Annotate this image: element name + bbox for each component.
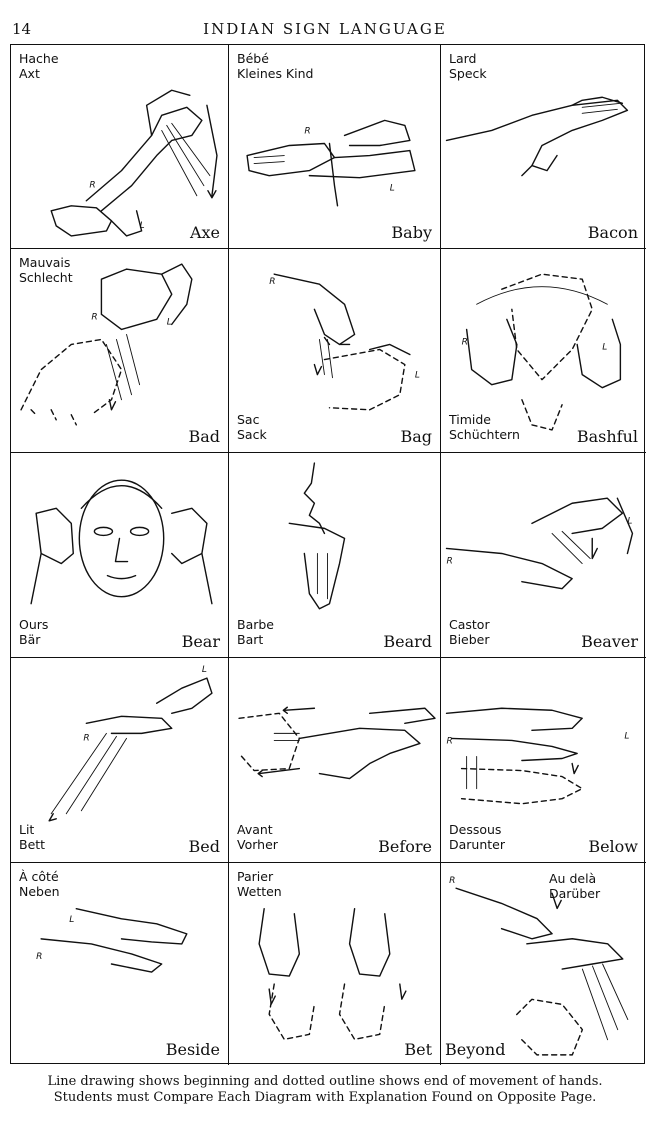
svg-text:L: L xyxy=(202,665,207,675)
english-label: Beyond xyxy=(445,1040,506,1059)
sign-cell-bet: Parier Wetten Bet xyxy=(229,863,441,1065)
english-label: Bashful xyxy=(576,427,638,446)
footer-line-1: Line drawing shows beginning and dotted … xyxy=(47,1074,603,1089)
below-hand-drawing: RL xyxy=(445,707,629,805)
footer-line-2: Students must Compare Each Diagram with … xyxy=(53,1090,597,1105)
english-label: Beside xyxy=(165,1040,220,1059)
foreign-label: Parier Wetten xyxy=(237,869,282,899)
beard-face-drawing xyxy=(288,462,346,610)
foreign-label: Timide Schüchtern xyxy=(449,412,520,442)
english-label: Baby xyxy=(391,223,432,242)
foreign-label: Avant Vorher xyxy=(237,822,278,852)
english-label: Bed xyxy=(188,837,220,856)
baby-hand-drawing: RL xyxy=(246,119,416,207)
svg-text:R: R xyxy=(447,736,453,746)
bag-hand-drawing: RL xyxy=(269,273,420,411)
svg-text:L: L xyxy=(627,516,632,526)
english-label: Bear xyxy=(181,632,220,651)
bear-face-drawing xyxy=(30,479,213,605)
foreign-label: Bébé Kleines Kind xyxy=(237,51,314,81)
svg-text:R: R xyxy=(447,557,453,567)
svg-text:R: R xyxy=(304,126,310,136)
foreign-label: Ours Bär xyxy=(19,617,49,647)
svg-text:R: R xyxy=(462,337,468,347)
english-label: Bag xyxy=(400,427,432,446)
bed-hand-drawing: RL xyxy=(48,665,213,822)
sign-cell-before: Avant Vorher Before xyxy=(229,658,441,863)
sign-cell-bear: Ours Bär Bear xyxy=(11,453,229,658)
svg-text:R: R xyxy=(91,312,97,322)
foreign-label: Mauvais Schlecht xyxy=(19,255,73,285)
foreign-label: Sac Sack xyxy=(237,412,267,442)
english-label: Before xyxy=(378,837,432,856)
english-label: Axe xyxy=(189,223,220,242)
english-label: Beard xyxy=(383,632,432,651)
english-label: Beaver xyxy=(581,632,638,651)
page-header: 14 INDIAN SIGN LANGUAGE xyxy=(0,0,650,44)
bashful-hand-drawing: RL xyxy=(462,273,622,431)
foreign-label: Au delà Darüber xyxy=(549,871,601,901)
foreign-label: Lard Speck xyxy=(449,51,487,81)
svg-text:R: R xyxy=(36,952,42,962)
sign-cell-beyond: R Au delà Darüber Beyond xyxy=(441,863,646,1065)
page-number: 14 xyxy=(12,20,32,38)
beside-hand-drawing: LR xyxy=(36,908,188,973)
svg-text:L: L xyxy=(602,342,607,352)
axe-hand-drawing: RL xyxy=(50,89,218,237)
english-label: Bad xyxy=(188,427,220,446)
before-hand-drawing xyxy=(238,706,436,780)
english-label: Bacon xyxy=(587,223,638,242)
foreign-label: À côté Neben xyxy=(19,869,60,899)
bet-hand-drawing xyxy=(258,908,407,1041)
foreign-label: Dessous Darunter xyxy=(449,822,505,852)
bacon-hand-drawing xyxy=(445,96,629,177)
page-footer: Line drawing shows beginning and dotted … xyxy=(0,1074,650,1106)
foreign-label: Barbe Bart xyxy=(237,617,274,647)
svg-text:L: L xyxy=(140,221,145,231)
foreign-label: Castor Bieber xyxy=(449,617,490,647)
sign-cell-beard: Barbe Bart Beard xyxy=(229,453,441,658)
svg-text:L: L xyxy=(167,317,172,327)
svg-text:L: L xyxy=(69,915,74,925)
svg-text:R: R xyxy=(83,733,89,743)
english-label: Bet xyxy=(404,1040,432,1059)
svg-text:L: L xyxy=(390,184,395,194)
english-label: Below xyxy=(588,837,638,856)
beaver-hand-drawing: RL xyxy=(445,497,634,590)
svg-text:R: R xyxy=(449,876,455,886)
svg-text:R: R xyxy=(89,181,95,191)
svg-text:R: R xyxy=(269,277,275,287)
foreign-label: Lit Bett xyxy=(19,822,46,852)
bad-hand-drawing: RL xyxy=(20,263,193,426)
svg-text:L: L xyxy=(624,731,629,741)
book-title: INDIAN SIGN LANGUAGE xyxy=(203,20,447,38)
svg-text:L: L xyxy=(415,371,420,381)
sign-cell-bacon: Lard Speck Bacon xyxy=(441,45,646,249)
beyond-hand-drawing: R xyxy=(449,876,629,1056)
foreign-label: Hache Axt xyxy=(19,51,59,81)
